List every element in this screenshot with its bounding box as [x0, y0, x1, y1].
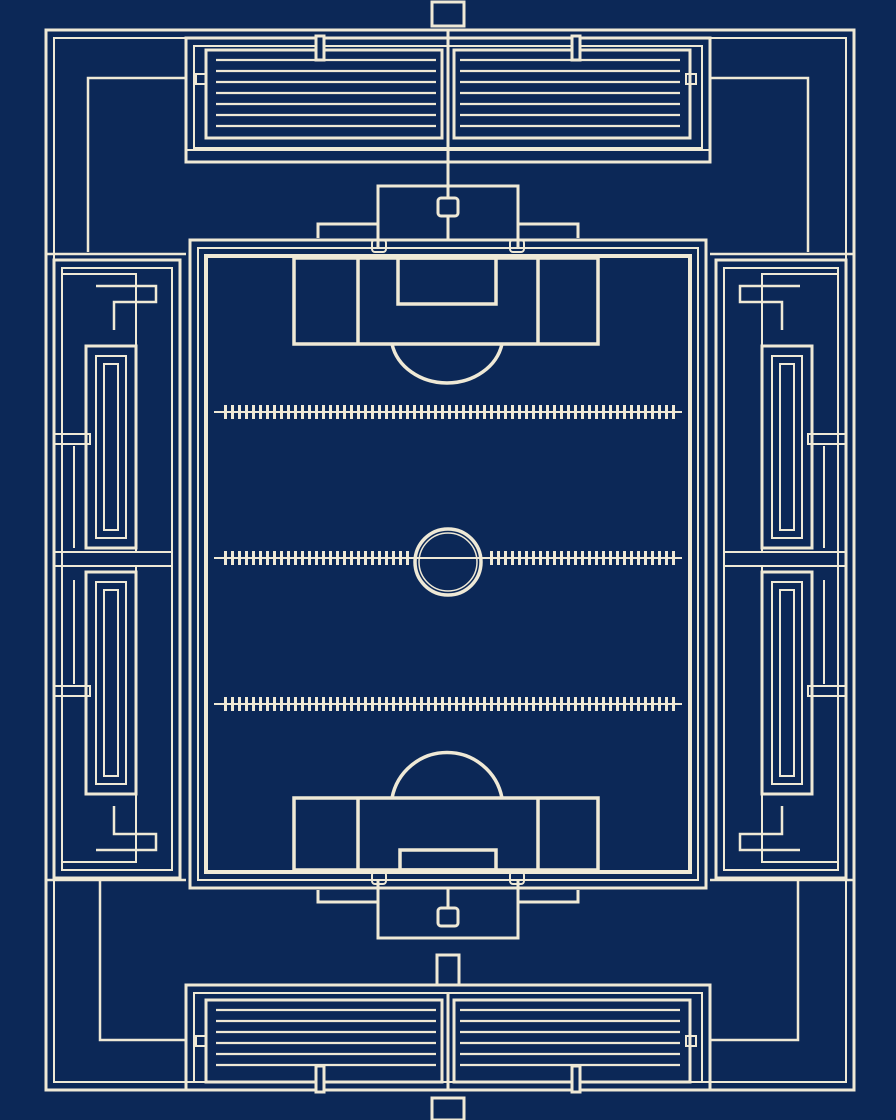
circulation-corridors — [46, 76, 854, 1042]
west-stand — [52, 258, 182, 880]
penalty-arc-top — [390, 343, 504, 385]
goal-area-bottom — [398, 848, 498, 872]
south-tunnel — [316, 871, 580, 940]
dashed-line-upper — [214, 405, 682, 419]
center-circle — [413, 527, 483, 597]
goal-area-top — [396, 256, 498, 306]
south-stand — [184, 983, 712, 1094]
dashed-line-center — [214, 551, 682, 565]
north-tunnel — [316, 150, 580, 253]
penalty-arc-bottom — [390, 750, 504, 799]
east-stand — [714, 258, 848, 880]
pitch-dashed-lines — [214, 405, 682, 711]
dashed-line-lower — [214, 697, 682, 711]
